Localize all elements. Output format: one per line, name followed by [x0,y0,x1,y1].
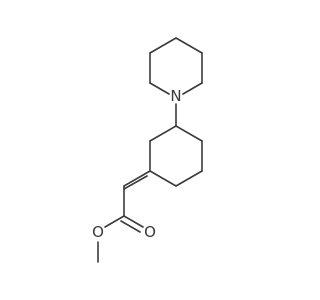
bond [123,215,144,228]
bond [149,125,177,142]
nitrogen-atom-label: N [170,87,181,105]
bond [149,82,170,95]
exocyclic-double-bond [123,170,151,190]
ester-oxygen-label: O [92,223,104,241]
carbonyl-oxygen-label: O [144,223,156,241]
molecule-drawing: N O O [92,37,203,263]
bond [149,37,177,54]
bond [123,170,151,187]
carbonyl-double-bond [120,215,144,233]
bond [149,170,177,187]
bond [175,125,203,142]
cyclohexane-ring [149,125,203,187]
bond [104,215,125,228]
piperidine-ring [149,37,203,95]
bond [175,170,203,187]
structure-canvas: N O O [92,37,203,263]
bond [175,37,203,54]
bond [120,220,141,233]
bond [123,175,148,190]
bond [182,82,203,95]
